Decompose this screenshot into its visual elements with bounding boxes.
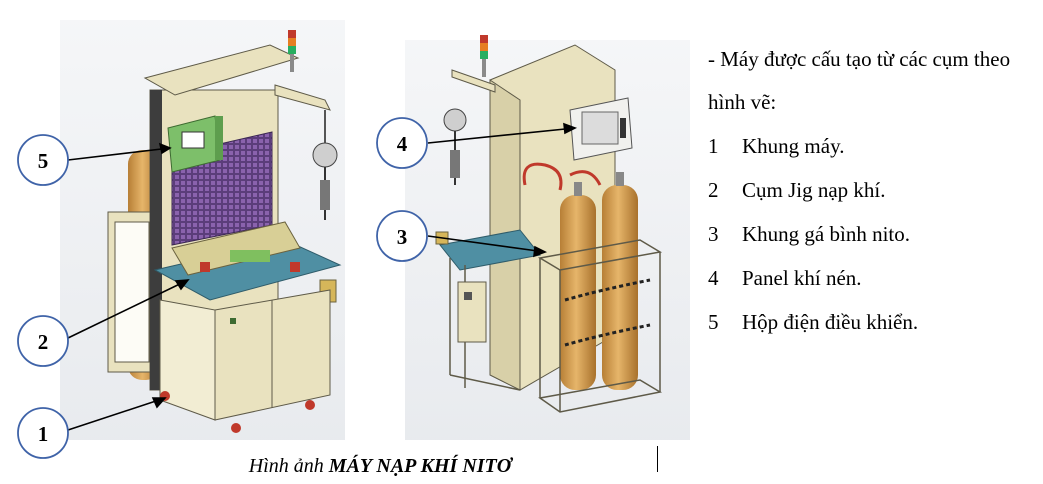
control-box [167,115,223,173]
callout-5: 5 [17,134,69,186]
component-item: 3 Khung gá bình nito. [708,212,1038,256]
item-label: Hộp điện điều khiển. [742,310,919,334]
item-label: Panel khí nén. [742,266,862,290]
component-item: 5 Hộp điện điều khiển. [708,300,1038,344]
component-item: 4 Panel khí nén. [708,256,1038,300]
svg-text:1: 1 [38,422,49,446]
item-number: 2 [708,178,719,202]
caption-title: MÁY NẠP KHÍ NITƠ [328,455,512,477]
item-number: 3 [708,222,719,246]
component-item: 2 Cụm Jig nạp khí. [708,168,1038,212]
item-label: Cụm Jig nạp khí. [742,178,886,202]
svg-text:3: 3 [397,225,408,249]
figure-caption: Hình ảnh MÁY NẠP KHÍ NITƠ [200,455,560,478]
callout-1: 1 [17,407,69,459]
component-description: - Máy được cấu tạo từ các cụm theo hình … [708,38,1038,344]
svg-text:4: 4 [397,132,408,156]
svg-text:2: 2 [38,330,49,354]
text-cursor-divider [657,446,658,472]
caption-lead: Hình ảnh [248,455,329,477]
item-label: Khung máy. [742,134,845,158]
callout-2: 2 [17,315,69,367]
machine-front-view [60,20,345,440]
pneumatic-panel [569,97,633,161]
item-label: Khung gá bình nito. [742,222,910,246]
item-number: 1 [708,134,719,158]
callout-3: 3 [376,210,428,262]
machine-rear-view [405,35,690,440]
item-number: 4 [708,266,719,290]
item-number: 5 [708,310,719,334]
svg-text:5: 5 [38,149,49,173]
description-intro: - Máy được cấu tạo từ các cụm theo hình … [708,47,1011,114]
callout-4: 4 [376,117,428,169]
component-item: 1 Khung máy. [708,124,1038,168]
